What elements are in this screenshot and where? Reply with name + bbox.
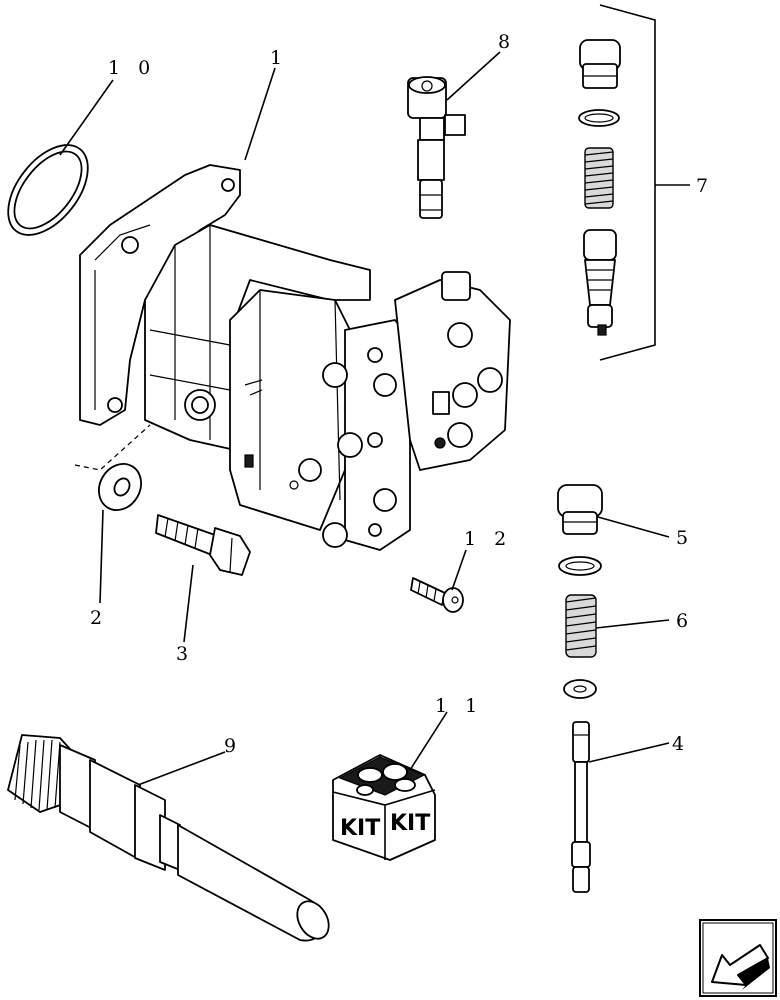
leader-lines — [59, 51, 670, 786]
part-4-pin — [571, 721, 591, 893]
part-10-oring — [7, 144, 89, 236]
part-6-spring — [565, 594, 597, 658]
callout-9: 9 — [224, 735, 242, 757]
callout-1: 1 — [270, 47, 288, 69]
callout-5: 5 — [676, 527, 694, 549]
part-2-washer — [98, 463, 142, 511]
part-11-kit: KIT KIT — [332, 754, 436, 861]
part-7-relief-valve-assembly — [578, 39, 621, 336]
callout-3: 3 — [176, 643, 194, 665]
part-9-shaft — [7, 734, 330, 942]
callout-7: 7 — [696, 175, 714, 197]
callout-4: 4 — [672, 733, 690, 755]
part-7-bracket — [599, 4, 690, 361]
part-8-solenoid-valve — [407, 76, 466, 219]
callout-12: 1 2 — [464, 528, 512, 550]
part-7-spring — [584, 147, 614, 209]
kit-label-left: KIT — [340, 816, 380, 841]
part-3-bolt — [155, 514, 251, 576]
part-12-screw — [410, 577, 464, 613]
callout-10: 1 0 — [108, 57, 156, 79]
callout-11: 1 1 — [435, 695, 483, 717]
callout-6: 6 — [676, 610, 694, 632]
part-5-plug — [557, 484, 603, 535]
part-seal-ring-upper — [558, 556, 602, 576]
callout-labels: 1 0 1 8 7 5 6 4 1 2 2 3 9 1 1 — [90, 31, 714, 757]
callout-2: 2 — [90, 607, 108, 629]
arrow-back-icon[interactable] — [699, 919, 777, 997]
kit-label-right: KIT — [390, 811, 430, 836]
callout-8: 8 — [498, 31, 516, 53]
part-1-pump-body — [79, 164, 511, 551]
part-seal-ring-lower — [563, 679, 597, 699]
mounting-guide-line — [74, 424, 151, 471]
